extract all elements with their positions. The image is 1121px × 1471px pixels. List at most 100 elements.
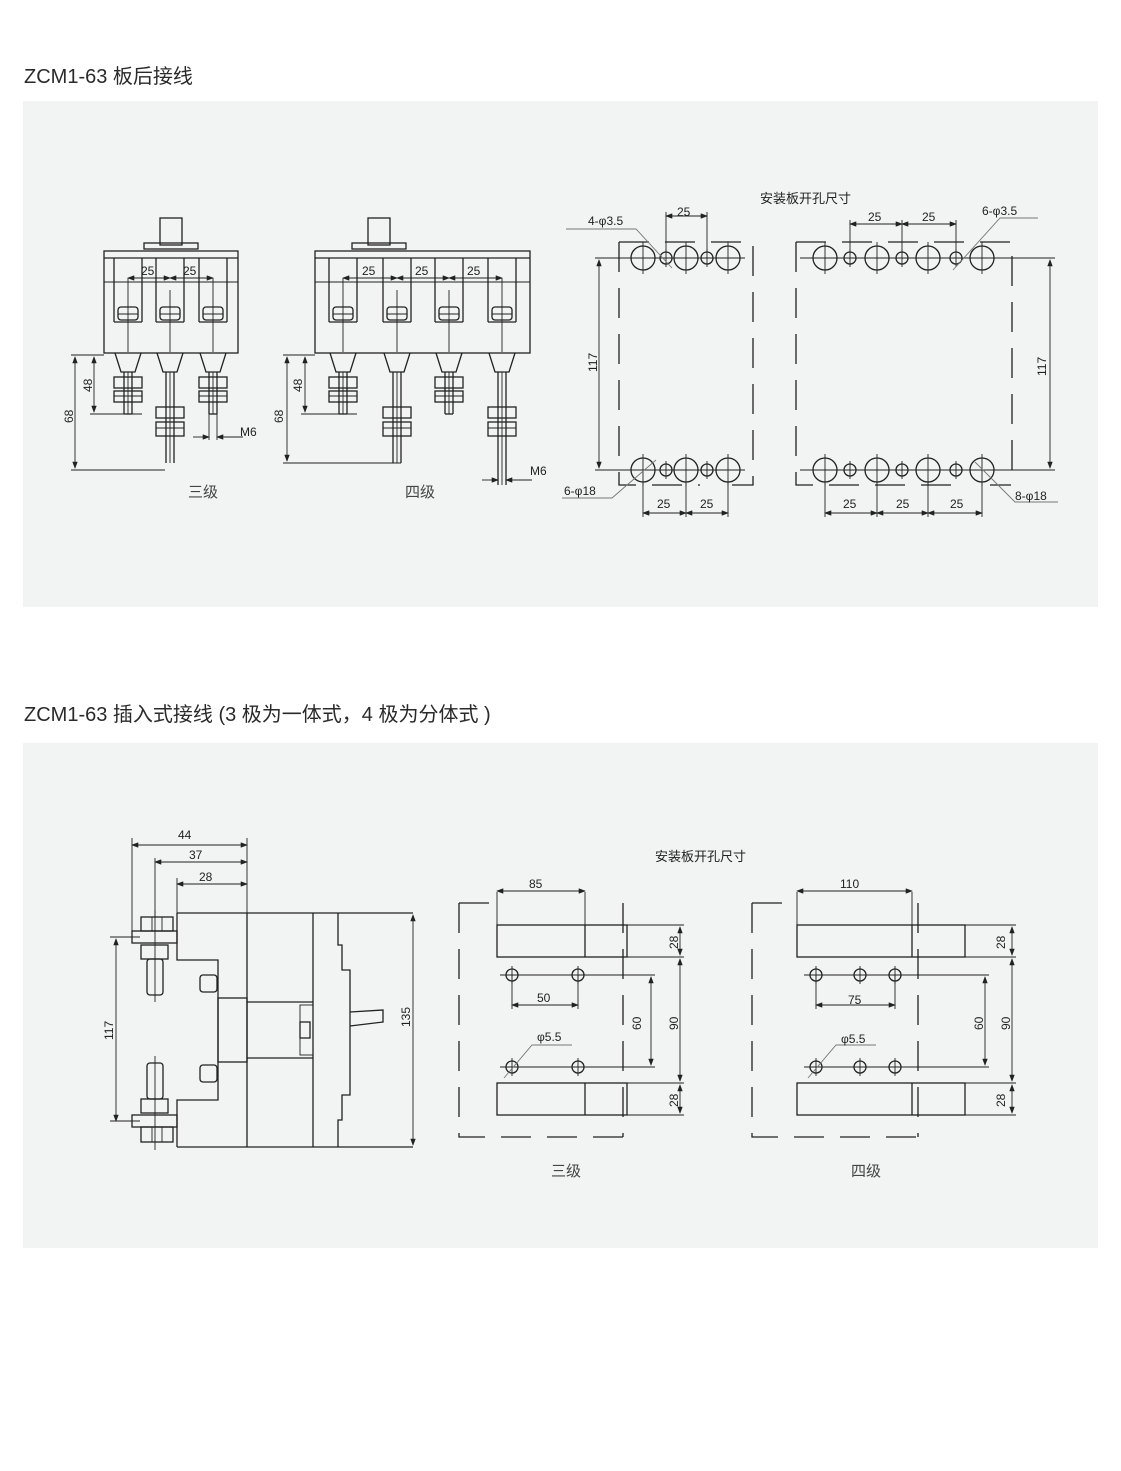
- hole-callout: 4-φ3.5: [588, 214, 623, 228]
- dim-label: 117: [102, 1021, 116, 1040]
- dim-label: 25: [657, 497, 671, 511]
- rear-wiring-panel: [23, 101, 1098, 607]
- caption-3-pole: 三级: [551, 1163, 581, 1180]
- caption-4-pole: 四级: [851, 1163, 881, 1180]
- caption-3-pole: 三级: [188, 484, 218, 501]
- dim-label: 28: [667, 1093, 681, 1107]
- dim-label: 25: [896, 497, 910, 511]
- cutout-3-pole: 25 4-φ3.5 117 6-φ18 25 25: [564, 205, 714, 511]
- dim-label: 25: [922, 210, 936, 224]
- latch: [299, 1004, 314, 1056]
- dim-label: 25: [183, 264, 197, 278]
- leader-line: [562, 459, 657, 499]
- front-view-4-pole: 25 25 25 48 68 M6 四级: [272, 264, 547, 501]
- terminal-slot: [496, 924, 628, 958]
- operating-handle: [159, 217, 183, 246]
- drawing-geometry: [71, 212, 1058, 1150]
- leader-line: [503, 1044, 572, 1079]
- cutout-outline: [618, 242, 700, 486]
- terminal-taper: [199, 352, 227, 373]
- dim-label: 48: [81, 378, 95, 392]
- nut: [140, 1098, 169, 1114]
- hole-callout: 6-φ18: [564, 484, 596, 498]
- dim-label: 117: [1035, 357, 1049, 376]
- terminal-slot: [796, 1082, 966, 1116]
- terminal-taper: [488, 352, 516, 373]
- mounting-base: [176, 913, 219, 1147]
- hole-callout: 8-φ18: [1015, 489, 1047, 503]
- dim-label: 48: [291, 378, 305, 392]
- dim-label: 44: [178, 828, 192, 842]
- dim-label: 28: [199, 870, 213, 884]
- nut: [199, 1064, 218, 1083]
- dim-label: 50: [537, 991, 551, 1005]
- dim-label: 60: [630, 1016, 644, 1030]
- hole-callout: 6-φ3.5: [982, 204, 1017, 218]
- cutout-title: 安装板开孔尺寸: [655, 849, 746, 864]
- cutout-outline: [795, 242, 960, 486]
- dim-label: 68: [62, 409, 76, 423]
- dim-label: 25: [415, 264, 429, 278]
- plug-in-wiring-panel: [23, 743, 1098, 1248]
- dim-label: 110: [840, 877, 859, 891]
- dim-label: 75: [848, 993, 862, 1007]
- dim-label: 90: [667, 1016, 681, 1030]
- side-view: 44 37 28 117 135: [102, 828, 413, 1040]
- section-title-plug-in-wiring: ZCM1-63 插入式接线 (3 极为一体式，4 极为分体式 ): [24, 704, 491, 726]
- cutout-outline: [751, 902, 918, 1138]
- breaker-outline: [177, 912, 413, 1148]
- cutout-outline: [796, 241, 1013, 486]
- thread-label: M6: [240, 425, 257, 439]
- cutout-4-pole: 25 25 6-φ3.5 117 25 25 25 8-φ18: [843, 204, 1049, 511]
- cutout-outline: [458, 902, 623, 1138]
- latch-window: [299, 1021, 311, 1039]
- terminal-taper: [329, 352, 357, 373]
- leader-line: [974, 461, 1058, 503]
- dim-label: 25: [868, 210, 882, 224]
- terminal-taper: [156, 352, 184, 373]
- breaker-body: [103, 250, 239, 354]
- dim-label: 60: [972, 1016, 986, 1030]
- dim-label: 28: [994, 935, 1008, 949]
- terminal-taper: [383, 352, 411, 373]
- caption-4-pole: 四级: [405, 484, 435, 501]
- dim-label: 25: [141, 264, 155, 278]
- dim-label: 28: [994, 1093, 1008, 1107]
- dim-label: 25: [467, 264, 481, 278]
- bolt-head: [140, 1126, 174, 1143]
- dim-label: 85: [529, 877, 543, 891]
- cutout-title: 安装板开孔尺寸: [760, 191, 851, 206]
- terminal-taper: [435, 352, 463, 373]
- front-view-3-pole: 25 25 48 68 M6 三级: [62, 264, 257, 501]
- leader-line: [566, 228, 673, 269]
- leader-line: [952, 217, 1038, 271]
- leader-line: [807, 1044, 876, 1079]
- dim-label: 37: [189, 848, 203, 862]
- nut: [140, 944, 169, 960]
- dim-label: 25: [677, 205, 691, 219]
- dim-label: 90: [999, 1016, 1013, 1030]
- operating-handle: [367, 217, 391, 246]
- terminal-taper: [114, 352, 142, 373]
- dim-label: 135: [399, 1007, 413, 1027]
- handle-base: [143, 242, 199, 250]
- dim-label: 25: [362, 264, 376, 278]
- nut: [199, 974, 218, 993]
- cover-contour: [337, 913, 351, 1147]
- section-title-rear-wiring: ZCM1-63 板后接线: [24, 66, 193, 88]
- plug-in-cutout-4-pole: 110 28 75 60 90 φ5.5 28 四级: [840, 877, 1013, 1180]
- plug-in-cutout-3-pole: 85 28 50 60 90 φ5.5 28 三级: [529, 877, 681, 1180]
- hole-callout: φ5.5: [537, 1030, 562, 1044]
- toggle-handle: [349, 1009, 384, 1027]
- dim-label: 25: [843, 497, 857, 511]
- handle-base: [351, 242, 407, 250]
- dim-label: 68: [272, 409, 286, 423]
- dim-label: 25: [700, 497, 714, 511]
- base-block: [217, 997, 248, 1063]
- dim-label: 25: [950, 497, 964, 511]
- cutout-outline: [619, 241, 754, 486]
- terminal-slot: [496, 1082, 628, 1116]
- hole-callout: φ5.5: [841, 1032, 866, 1046]
- breaker-body: [314, 250, 531, 354]
